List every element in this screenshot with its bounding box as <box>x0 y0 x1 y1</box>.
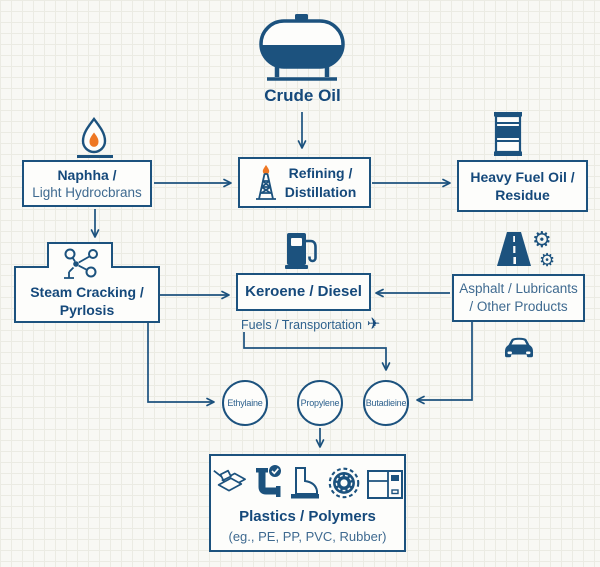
heavy-fuel-label-line1: Heavy Fuel Oil / <box>470 168 575 185</box>
flame-icon-baseline <box>77 155 113 158</box>
tire-icon <box>328 467 359 499</box>
node-ethylene: Ethylaine <box>222 380 268 426</box>
steam-cracking-label-line1: Steam Cracking / <box>30 284 144 300</box>
steam-cracking-shape <box>14 242 160 323</box>
naphtha-label-line2: Light Hydrocbrans <box>32 184 142 200</box>
node-heavy-fuel-oil: Heavy Fuel Oil / Residue <box>457 160 588 212</box>
airplane-icon: ✈ <box>366 316 381 333</box>
fuel-pump-icon <box>285 233 317 269</box>
asphalt-label-line1: Asphalt / Lubricants <box>459 281 578 297</box>
arrow-steam-cracking-to-ethylene <box>147 323 215 407</box>
oil-derrick-icon <box>255 165 276 200</box>
node-kerosene: Keroene / Diesel <box>236 273 371 311</box>
steam-cracking-label-line2: Pyrlosis <box>59 302 115 319</box>
ethylene-label: Ethylaine <box>227 398 263 408</box>
fuels-transportation-label: Fuels / Transportation <box>241 318 362 332</box>
fuels-transportation-row: Fuels / Transportation ✈ <box>241 317 380 333</box>
steam-cracking-labels: Steam Cracking / Pyrlosis <box>16 283 158 319</box>
sheet-material-icon <box>212 469 246 492</box>
crude-oil-tank-icon <box>259 14 345 81</box>
naphtha-label-line1: Naphha / <box>57 166 117 183</box>
asphalt-label-line2: / Other Products <box>469 299 568 314</box>
pipe-elbow-icon <box>255 465 281 497</box>
arrow-fuels-to-butadiene <box>243 332 391 371</box>
node-naphtha: Naphha / Light Hydrocbrans <box>22 160 152 207</box>
plastics-subtitle: (eg., PE, PP, PVC, Rubber) <box>228 528 387 544</box>
gear-icon: ⚙ <box>532 228 552 253</box>
node-butadiene: Butadieine <box>363 380 409 426</box>
kerosene-label: Keroene / Diesel <box>245 283 362 301</box>
flame-icon <box>81 117 107 154</box>
plastics-title: Plastics / Polymers <box>239 508 376 525</box>
node-propylene: Propylene <box>297 380 343 426</box>
appliance-icon <box>366 470 403 499</box>
node-plastics: Plastics / Polymers (eg., PE, PP, PVC, R… <box>209 454 406 552</box>
gear-icon-small: ⚙ <box>539 250 555 271</box>
node-refining: Refining / Distillation <box>238 157 371 208</box>
crude-oil-label: Crude Oil <box>264 86 341 105</box>
node-asphalt: Asphalt / Lubricants / Other Products <box>452 274 585 322</box>
road-icon: ⚙ ⚙ <box>497 228 555 271</box>
arrow-asphalt-to-butadiene <box>416 322 473 405</box>
propylene-label: Propylene <box>300 398 340 408</box>
refining-label-line2: Distillation <box>284 183 357 200</box>
molecule-icon <box>64 248 98 279</box>
car-icon <box>505 337 533 358</box>
oil-barrel-icon <box>494 112 522 156</box>
plastics-icon-row <box>211 462 405 502</box>
butadiene-label: Butadieine <box>365 398 407 408</box>
rubber-boot-icon <box>290 467 319 499</box>
heavy-fuel-label-line2: Residue <box>495 187 550 203</box>
refining-label-line1: Refining / <box>288 165 353 182</box>
